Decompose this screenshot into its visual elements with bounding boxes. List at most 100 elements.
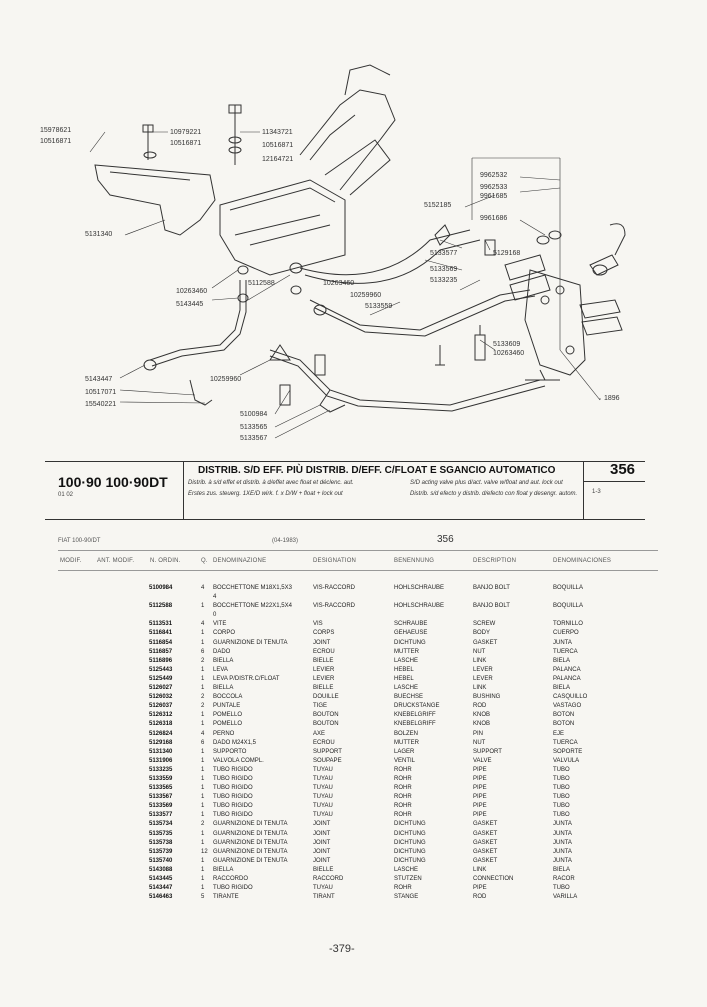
part-number: 5135738 (149, 839, 173, 846)
callout-label: 5143445 (176, 301, 204, 308)
name-es: TUBO (553, 775, 570, 782)
name-gb: GASKET (473, 639, 498, 646)
name-es: JUNTA (553, 839, 572, 846)
callout-label: 1896 (604, 395, 620, 402)
part-number: 5116896 (149, 657, 173, 664)
name-it: VITE (213, 621, 227, 628)
name-it: BOCCOLA (213, 694, 243, 701)
table-date: (04-1983) (272, 538, 299, 544)
name-es: CUERPO (553, 630, 579, 637)
subtitle-gb: S/D acting valve plus d/act. valve w/flo… (410, 480, 563, 486)
callout-label: 15540221 (85, 401, 117, 408)
quantity: 2 (201, 703, 205, 710)
part-number: 5116854 (149, 639, 173, 646)
part-number: 5126037 (149, 703, 173, 710)
callout-label: 10516871 (40, 138, 72, 145)
name-fr: LEVIER (313, 675, 335, 682)
callout-label: 5143447 (85, 376, 113, 383)
name-it: BOCCHETTONE M18X1,5X3 (213, 585, 292, 591)
name-gb: PIPE (473, 785, 487, 792)
name-es: BIELA (553, 685, 571, 692)
name-es: BOQUILLA (553, 585, 584, 591)
name-es: BOTON (553, 721, 575, 728)
name-de: BOLZEN (394, 730, 419, 737)
callout-label: 5133577 (430, 250, 458, 257)
callout-label: 5112588 (248, 280, 275, 287)
name-fr: VIS (313, 621, 323, 628)
name-de: SCHRAUBE (394, 621, 428, 628)
name-fr: TUYAU (313, 766, 333, 773)
exploded-parts-diagram (89, 64, 626, 439)
column-header: MODIF. (60, 558, 82, 564)
callout-label: 10263460 (493, 350, 525, 357)
name-fr: TUYAU (313, 812, 333, 819)
name-it: TUBO RIGIDO (213, 785, 253, 792)
name-de: HEBEL (394, 675, 414, 682)
name-it: DADO M24X1,5 (213, 739, 257, 746)
name-fr: RACCORD (313, 876, 344, 882)
callout-label: 10516871 (262, 142, 294, 149)
name-de: ROHR (394, 775, 412, 782)
quantity: 1 (201, 794, 205, 801)
name-gb: GASKET (473, 821, 498, 828)
page-reference: 1-3 (592, 489, 601, 495)
name-es: TUERCA (553, 739, 578, 746)
quantity: 4 (201, 621, 205, 628)
callout-label: 9962532 (480, 172, 508, 179)
quantity: 2 (201, 821, 205, 828)
quantity: 1 (201, 630, 205, 637)
name-it: GUARNIZIONE DI TENUTA (213, 830, 288, 837)
name-fr: BOUTON (313, 712, 339, 719)
name-gb: LINK (473, 657, 487, 664)
callout-label: 5133559 (365, 303, 393, 310)
name-de: STANGE (394, 894, 419, 901)
name-it: VALVOLA COMPL. (213, 757, 264, 764)
name-it: GUARNIZIONE DI TENUTA (213, 821, 288, 828)
name-es: TUBO (553, 766, 570, 773)
name-fr: TUYAU (313, 785, 333, 792)
name-it: TUBO RIGIDO (213, 766, 253, 773)
name-de: ROHR (394, 803, 412, 810)
part-number: 5133565 (149, 785, 173, 792)
name-gb: BANJO BOLT (473, 603, 510, 610)
name-de: ROHR (394, 812, 412, 819)
part-number: 5126824 (149, 730, 173, 737)
quantity: 6 (201, 739, 205, 746)
part-number: 5126312 (149, 712, 173, 719)
divider (45, 519, 645, 520)
quantity: 1 (201, 839, 205, 846)
name-it: TUBO RIGIDO (213, 812, 253, 819)
name-gb: PIPE (473, 812, 487, 819)
part-number: 5133559 (149, 775, 173, 782)
name-fr: VIS-RACCORD (313, 585, 356, 591)
callout-label: 15978621 (40, 127, 72, 134)
name-de: DRUCKSTANGE (394, 703, 440, 710)
name-it: TUBO RIGIDO (213, 885, 253, 892)
name-de: DICHTUNG (394, 848, 426, 855)
part-number: 5143088 (149, 866, 173, 873)
subtitle-de: Erstes zus. steuerg. 1XE/D wirk. f. x D/… (188, 491, 343, 497)
callout-label: 10516871 (170, 140, 202, 147)
column-header: ANT. MODIF. (97, 558, 135, 564)
name-es: JUNTA (553, 857, 572, 864)
name-it: LEVA (213, 666, 228, 673)
column-header: Q. (201, 558, 208, 564)
quantity: 1 (201, 721, 205, 728)
quantity: 5 (201, 894, 205, 901)
name-gb: GASKET (473, 848, 498, 855)
name-it: TIRANTE (213, 894, 239, 901)
name-fr: DOUILLE (313, 694, 339, 701)
